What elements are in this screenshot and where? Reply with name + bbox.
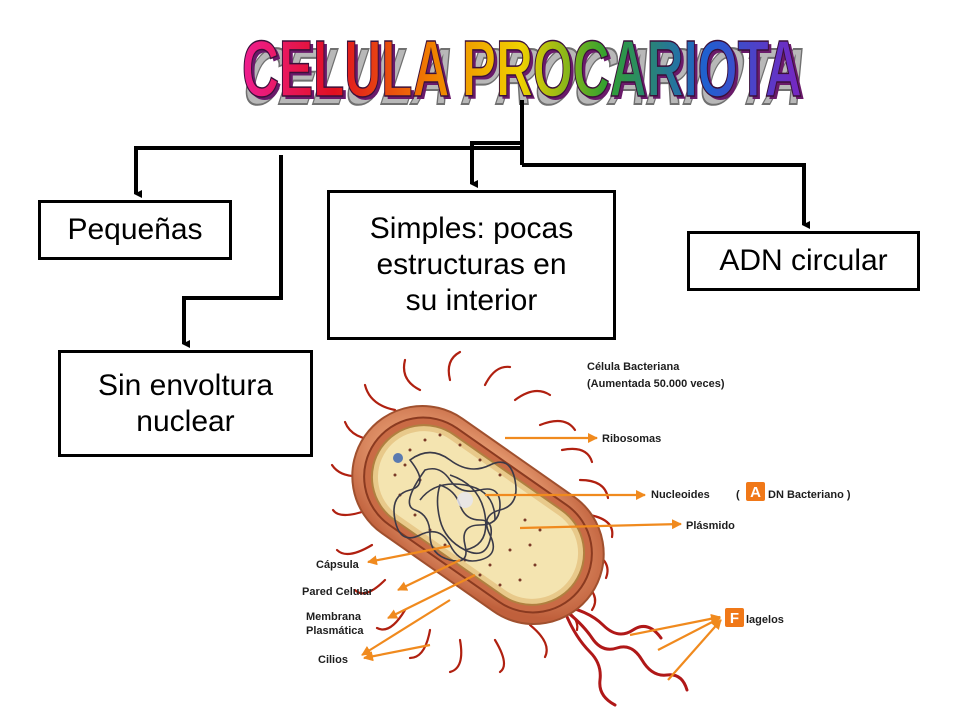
- label-membrane-2: Plasmática: [306, 625, 364, 637]
- concept-dna-text: ADN circular: [719, 244, 888, 277]
- concept-box-simple: Simples: pocas estructuras en su interio…: [327, 190, 616, 340]
- arrow-cilia-1: [361, 599, 451, 656]
- page-title: CELULA PROCARIOTA: [242, 24, 802, 113]
- concept-box-nuclear: Sin envoltura nuclear: [58, 350, 313, 457]
- connector-to-nuclear: [182, 155, 283, 348]
- title-graphic: CELULA PROCARIOTA CELULA PROCARIOTA CELU…: [232, 23, 823, 122]
- badge-f: [725, 608, 744, 627]
- flagella: [556, 603, 689, 707]
- badge-f-text: F: [730, 610, 739, 627]
- arrow-flagella-1: [657, 617, 721, 651]
- bacterial-cell-illustration: Célula Bacteriana (Aumentada 50.000 vece…: [302, 350, 851, 707]
- arrow-plasmid: [519, 519, 682, 530]
- connector-to-dna: [522, 163, 810, 229]
- concept-small-text: Pequeñas: [67, 213, 203, 246]
- title-shadow: CELULA PROCARIOTA: [233, 33, 822, 122]
- cilia: [330, 350, 614, 674]
- concept-simple-text: Simples: pocas estructuras en su interio…: [369, 212, 574, 317]
- title-extrude: CELULA PROCARIOTA: [245, 27, 805, 116]
- arrow-flagella-3: [667, 619, 722, 681]
- illustration-caption-1: Célula Bacteriana: [587, 361, 680, 373]
- cytoplasm-shape: [377, 431, 579, 599]
- plasmid-blue: [393, 453, 403, 463]
- connector-to-small: [134, 146, 522, 198]
- label-cilia: Cilios: [318, 654, 348, 666]
- arrow-flagella-2: [629, 613, 721, 637]
- label-membrane-1: Membrana: [306, 611, 362, 623]
- concept-nuclear-text: Sin envoltura nuclear: [97, 368, 274, 438]
- label-nucleoids-paren: (: [736, 489, 740, 501]
- arrow-membrane: [387, 574, 476, 619]
- badge-a: [746, 482, 765, 501]
- arrow-cilia-2: [363, 643, 431, 662]
- label-cell-wall: Pared Celular: [302, 586, 374, 598]
- concept-box-small: Pequeñas: [38, 200, 232, 260]
- label-nucleoids: Nucleoides: [651, 489, 710, 501]
- arrow-cell-wall: [397, 559, 461, 591]
- concept-box-dna: ADN circular: [687, 231, 920, 291]
- label-flagella: lagelos: [746, 614, 784, 626]
- plasmid-white: [457, 492, 473, 508]
- label-capsule: Cápsula: [316, 559, 360, 571]
- connector-to-simple: [470, 141, 522, 188]
- label-ribosomes: Ribosomas: [602, 433, 661, 445]
- label-plasmid: Plásmido: [686, 520, 735, 532]
- illustration-caption-2: (Aumentada 50.000 veces): [587, 378, 725, 390]
- badge-a-text: A: [750, 484, 761, 501]
- label-nucleoids-note: DN Bacteriano ): [768, 489, 851, 501]
- arrow-capsule: [367, 544, 451, 566]
